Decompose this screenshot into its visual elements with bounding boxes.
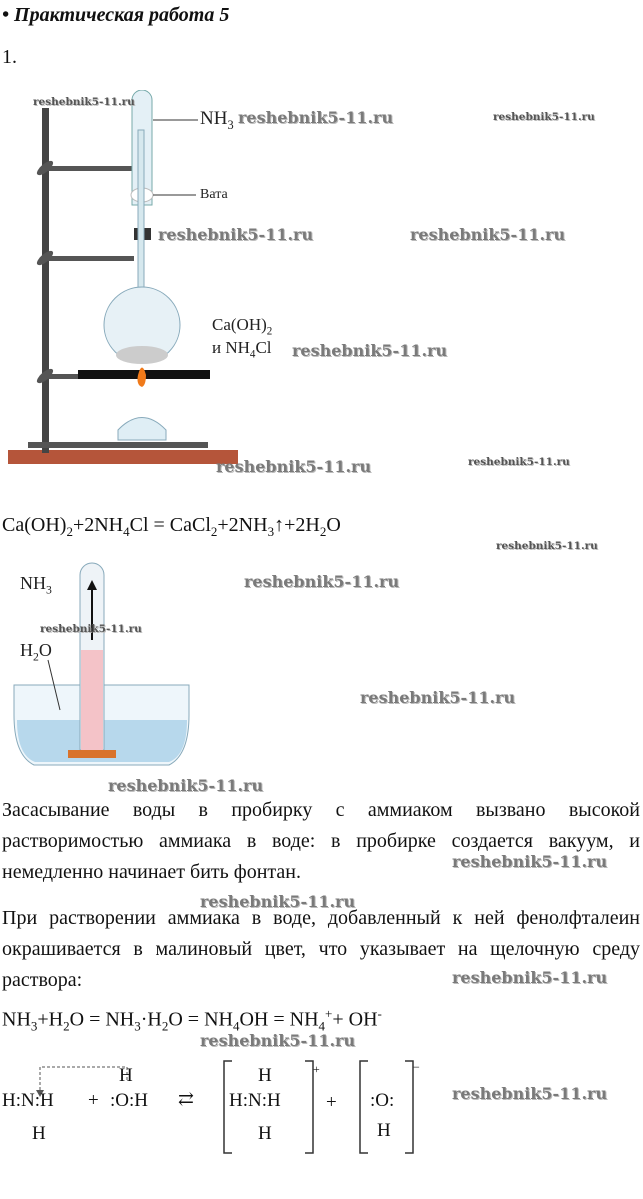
ammonium-top-h: H bbox=[258, 1065, 272, 1086]
charge-positive: + bbox=[313, 1062, 320, 1076]
watermark: reshebnik5-11.ru bbox=[468, 456, 570, 468]
hydroxide-lewis: :O: bbox=[370, 1090, 395, 1111]
ammonia-lewis-bottom-h: H bbox=[32, 1123, 46, 1144]
watermark: reshebnik5-11.ru bbox=[238, 108, 394, 127]
watermark: reshebnik5-11.ru bbox=[410, 225, 566, 244]
label-water: H2O bbox=[20, 640, 52, 664]
ammonia-apparatus-figure bbox=[8, 90, 238, 464]
watermark: reshebnik5-11.ru bbox=[40, 623, 142, 635]
fountain-experiment-figure bbox=[13, 562, 190, 766]
watermark: reshebnik5-11.ru bbox=[33, 96, 135, 108]
label-ammonium-chloride: и NH4Cl bbox=[212, 338, 272, 361]
stand-rod bbox=[42, 108, 49, 453]
watermark: reshebnik5-11.ru bbox=[360, 688, 516, 707]
water-lewis: :O:H bbox=[110, 1090, 149, 1111]
watermark: reshebnik5-11.ru bbox=[216, 457, 372, 476]
plus-sign-2: + bbox=[326, 1092, 337, 1113]
watermark: reshebnik5-11.ru bbox=[200, 1031, 356, 1050]
clamps bbox=[36, 160, 134, 384]
paragraph-phenolphthalein: При растворении аммиака в воде, добавлен… bbox=[2, 907, 640, 991]
stand-base bbox=[8, 450, 238, 464]
paragraph-fountain: Засасывание воды в пробирку с аммиаком в… bbox=[2, 799, 640, 883]
watermark: reshebnik5-11.ru bbox=[496, 540, 598, 552]
page-heading: • Практическая работа 5 bbox=[2, 4, 230, 26]
watermark: reshebnik5-11.ru bbox=[108, 776, 264, 795]
lewis-structures-lines bbox=[36, 1060, 414, 1154]
reaction-equation-1: Ca(OH)2+2NH4Cl = CaCl2+2NH3↑+2H2O bbox=[2, 514, 341, 539]
plus-sign: + bbox=[88, 1090, 99, 1111]
label-cotton: Вата bbox=[200, 187, 228, 202]
equilibrium-arrow: ⇄ bbox=[178, 1089, 194, 1110]
watermark: reshebnik5-11.ru bbox=[244, 572, 400, 591]
watermark: reshebnik5-11.ru bbox=[452, 852, 608, 871]
flame bbox=[137, 367, 146, 387]
task-number: 1. bbox=[2, 46, 17, 68]
charge-negative: − bbox=[413, 1060, 420, 1074]
watermark: reshebnik5-11.ru bbox=[493, 111, 595, 123]
spirit-lamp bbox=[117, 417, 167, 441]
watermark: reshebnik5-11.ru bbox=[292, 341, 448, 360]
ammonium-lewis: H:N:H bbox=[229, 1090, 281, 1111]
watermark: reshebnik5-11.ru bbox=[452, 1084, 608, 1103]
watermark: reshebnik5-11.ru bbox=[158, 225, 314, 244]
hydroxide-h: H bbox=[377, 1120, 391, 1141]
label-calcium-hydroxide: Ca(OH)2 bbox=[212, 315, 273, 338]
watermark: reshebnik5-11.ru bbox=[200, 892, 356, 911]
ammonium-bottom-h: H bbox=[258, 1123, 272, 1144]
label-nh3-tube: NH3 bbox=[20, 573, 52, 597]
reaction-equation-2: NH3+H2O = NH3·H2O = NH4OH = NH4++ OH- bbox=[2, 1006, 382, 1034]
ammonia-lewis: H:N:H bbox=[2, 1090, 54, 1111]
water-lewis-top-h: H bbox=[119, 1065, 133, 1086]
watermark: reshebnik5-11.ru bbox=[452, 968, 608, 987]
label-nh3: NH3 bbox=[200, 108, 234, 132]
